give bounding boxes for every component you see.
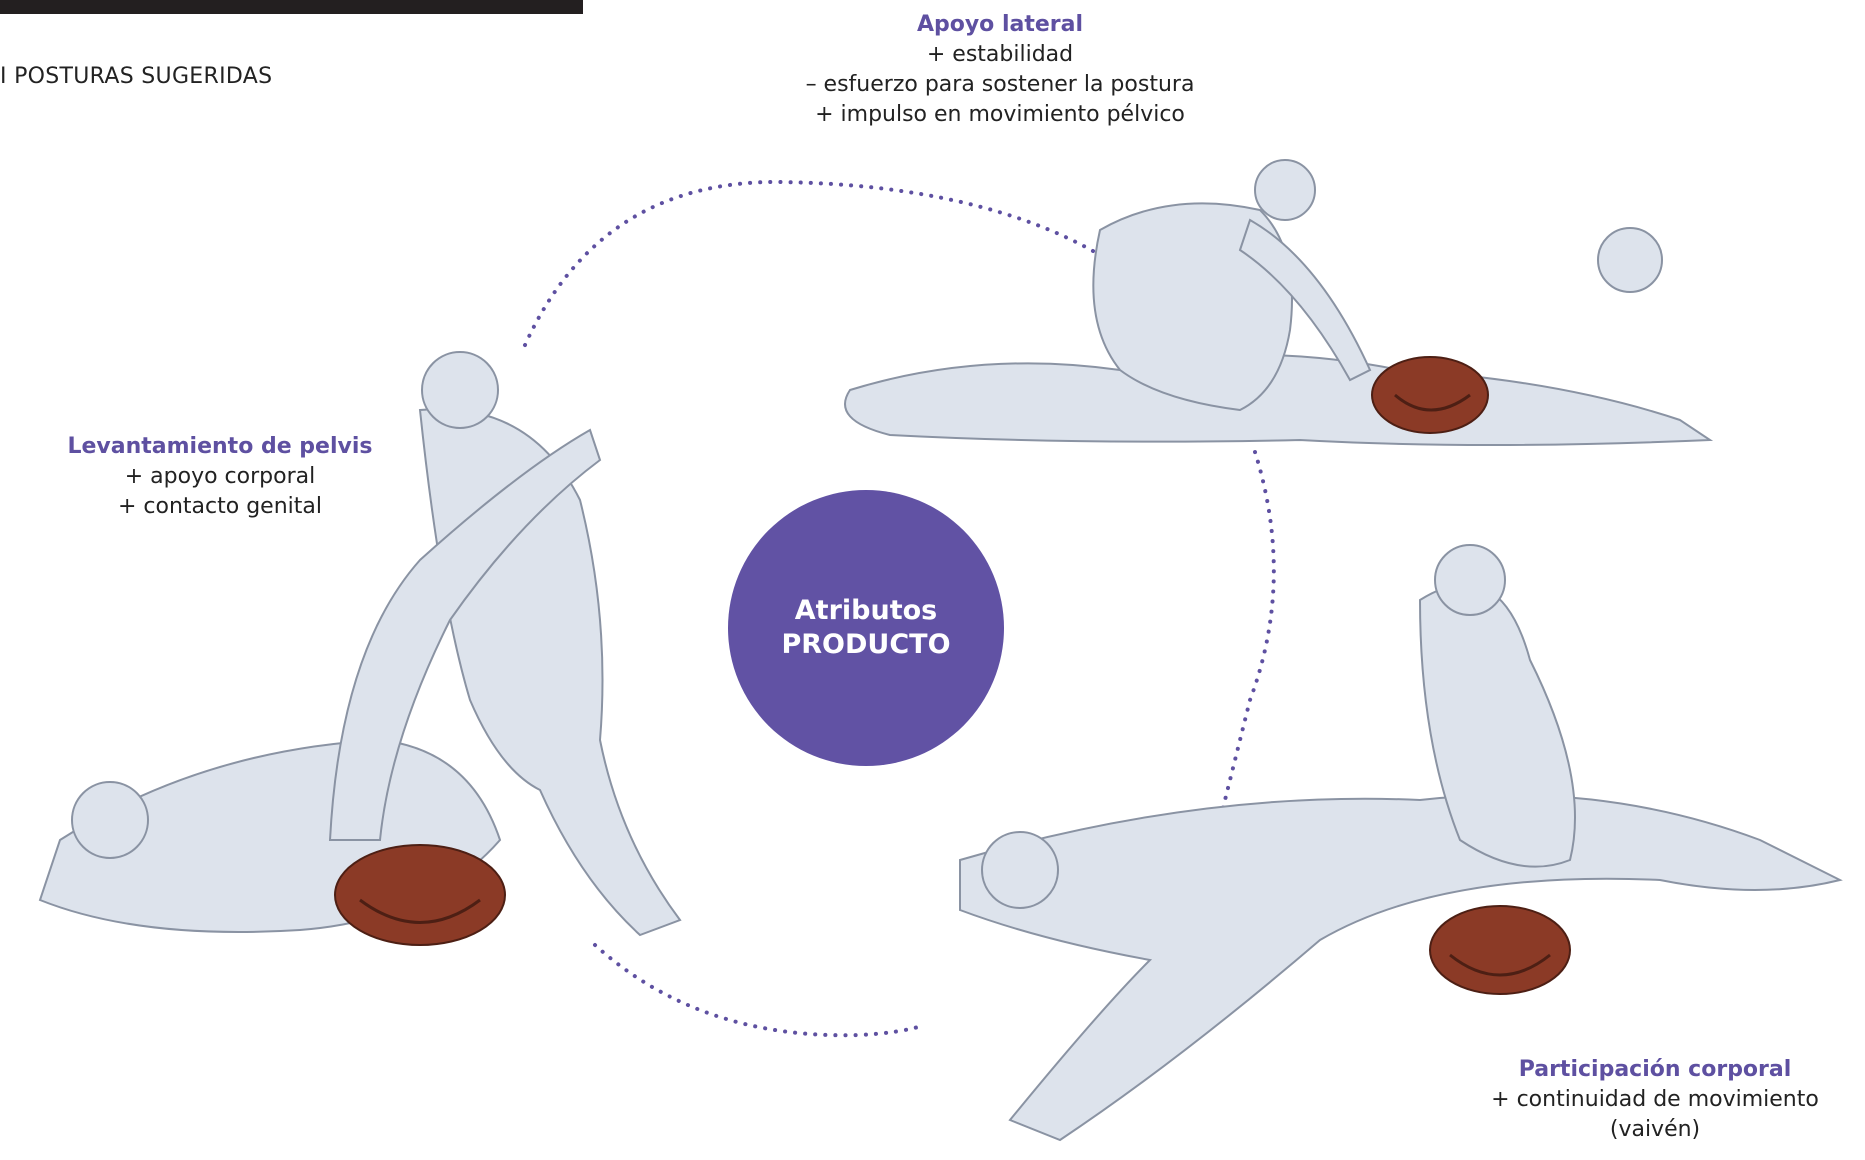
caption-participacion-corporal: Participación corporal + continuidad de … xyxy=(1445,1055,1865,1145)
posture-title: Levantamiento de pelvis xyxy=(40,432,400,462)
product-cushion xyxy=(335,845,505,945)
head-upper xyxy=(1255,160,1315,220)
center-line-1: Atributos xyxy=(795,594,937,628)
posture-attribute: – esfuerzo para sostener la postura xyxy=(790,70,1210,100)
product-cushion xyxy=(1372,357,1488,433)
posture-attribute: + continuidad de movimiento xyxy=(1445,1085,1865,1115)
head-lying xyxy=(72,782,148,858)
posture-title: Participación corporal xyxy=(1445,1055,1865,1085)
posture-attribute: + impulso en movimiento pélvico xyxy=(790,100,1210,130)
product-cushion xyxy=(1430,906,1570,994)
posture-attribute: (vaivén) xyxy=(1445,1115,1865,1145)
center-line-2: PRODUCTO xyxy=(781,628,950,662)
head-upright xyxy=(1435,545,1505,615)
caption-levantamiento-pelvis: Levantamiento de pelvis + apoyo corporal… xyxy=(40,432,400,522)
head-reclining xyxy=(982,832,1058,908)
head-lower xyxy=(1598,228,1662,292)
posture-attribute: + estabilidad xyxy=(790,40,1210,70)
posture-attribute: + apoyo corporal xyxy=(40,462,400,492)
posture-attribute: + contacto genital xyxy=(40,492,400,522)
center-attributes-circle: Atributos PRODUCTO xyxy=(728,490,1004,766)
illustration-levantamiento-pelvis xyxy=(0,320,760,960)
illustration-apoyo-lateral xyxy=(780,150,1790,470)
posture-title: Apoyo lateral xyxy=(790,10,1210,40)
head-kneeling xyxy=(422,352,498,428)
caption-apoyo-lateral: Apoyo lateral + estabilidad – esfuerzo p… xyxy=(790,10,1210,130)
